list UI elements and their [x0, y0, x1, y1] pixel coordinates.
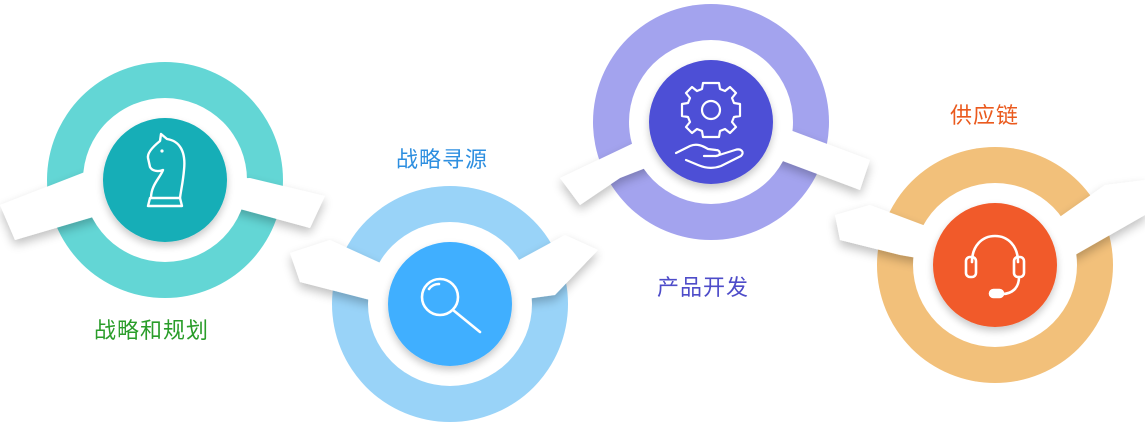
headset-icon	[964, 234, 1026, 299]
gear-hand-icon	[674, 81, 744, 169]
step-2-core	[388, 242, 512, 366]
step-4-label: 供应链	[950, 104, 1020, 129]
magnifier-icon	[420, 277, 482, 334]
step-2-label: 战略寻源	[396, 148, 489, 173]
step-4-node	[835, 147, 1145, 383]
step-1-core	[103, 118, 227, 242]
step-1-node	[0, 62, 325, 298]
chess-knight-icon	[146, 132, 186, 208]
step-4-core	[933, 203, 1057, 327]
step-3-core	[649, 60, 773, 184]
step-3-node	[560, 4, 870, 240]
step-2-node	[290, 186, 598, 422]
step-1-label: 战略和规划	[94, 319, 210, 344]
step-3-label: 产品开发	[657, 276, 750, 301]
